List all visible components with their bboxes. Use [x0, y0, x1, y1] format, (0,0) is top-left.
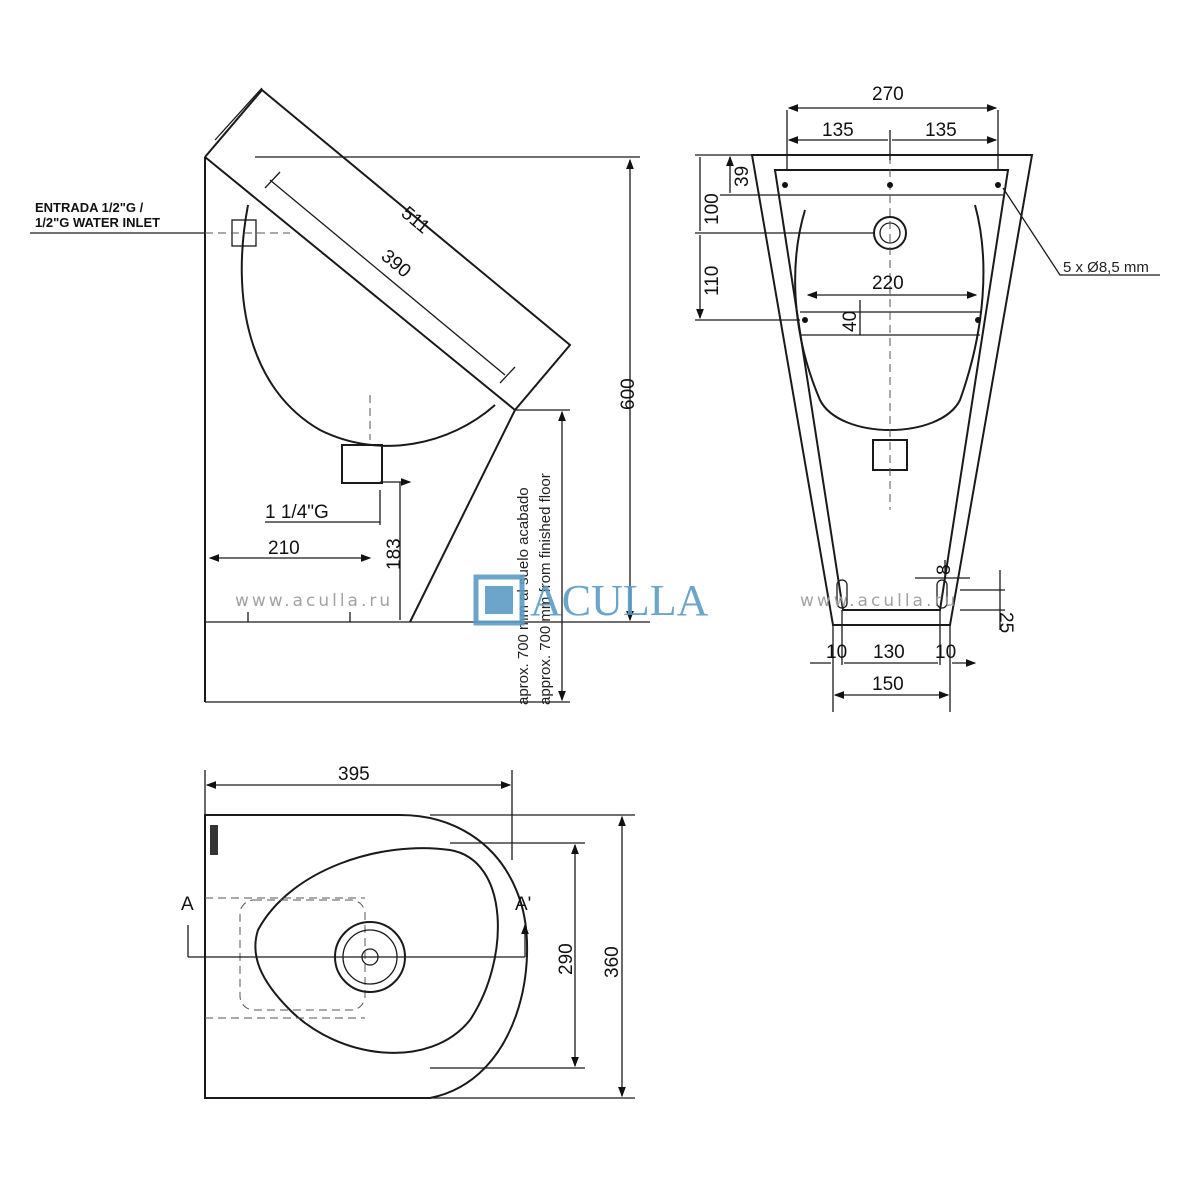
watermark-url-left: www.aculla.ru	[235, 591, 393, 611]
dim-25: 25	[995, 612, 1016, 633]
dim-8: 8	[934, 564, 955, 575]
dim-110: 110	[702, 266, 723, 296]
watermark: www.aculla.ru www.aculla.ru ACULLA	[235, 574, 958, 626]
dim-10-right: 10	[935, 642, 956, 663]
inlet-label-es: ENTRADA 1/2"G /	[35, 200, 144, 215]
mount-hole	[975, 317, 981, 323]
dim-220: 220	[872, 273, 904, 294]
aculla-logo-icon	[473, 574, 525, 626]
dim-511: 511	[397, 203, 434, 239]
logo-text: ACULLA	[530, 576, 709, 625]
dim-130: 130	[873, 642, 905, 663]
dim-290: 290	[556, 943, 577, 975]
dim-39: 39	[732, 166, 753, 187]
bowl-top-outline	[204, 88, 572, 411]
dim-600: 600	[618, 378, 639, 410]
dim-270: 270	[872, 84, 904, 105]
dim-135-right: 135	[925, 120, 957, 141]
dim-210: 210	[268, 538, 300, 559]
mount-hole	[802, 317, 808, 323]
mount-hole	[995, 182, 1001, 188]
outlet-thread-label: 1 1/4"G	[265, 502, 329, 523]
side-view: ENTRADA 1/2"G / 1/2"G WATER INLET 511 39…	[30, 87, 650, 705]
section-label-a: A	[181, 894, 194, 915]
bowl-back-outline	[204, 156, 517, 623]
dim-135-left: 135	[822, 120, 854, 141]
mount-hole	[782, 182, 788, 188]
marker-block	[210, 825, 218, 855]
slot-left	[836, 579, 848, 609]
dim-183: 183	[384, 538, 405, 570]
frame-outer	[750, 154, 1034, 626]
watermark-url-right: www.aculla.ru	[800, 591, 958, 611]
bowl-top	[254, 847, 499, 1054]
dim-390: 390	[377, 246, 415, 282]
dim-100: 100	[702, 193, 723, 225]
dim-40: 40	[840, 311, 861, 332]
top-view: 395 290 360 A A'	[181, 764, 635, 1099]
mount-hole	[887, 182, 893, 188]
dim-395: 395	[338, 764, 370, 785]
outlet-fitting	[341, 444, 383, 484]
inlet-label-en: 1/2"G WATER INLET	[35, 215, 160, 230]
holes-note: 5 x Ø8,5 mm	[1063, 259, 1149, 276]
bowl-curve	[240, 204, 496, 447]
slot-right	[936, 579, 948, 609]
dim-10-left: 10	[826, 642, 847, 663]
dim-150: 150	[872, 674, 904, 695]
section-label-a-prime: A'	[515, 894, 531, 915]
bowl-front	[794, 204, 985, 431]
top-outline	[204, 814, 529, 1099]
frame-inner	[773, 169, 1010, 611]
height-note-en: approx. 700 mm from finished floor	[537, 473, 554, 705]
front-view: 270 135 135 39 100 110 220 40 5 x Ø8,5 m…	[695, 84, 1160, 712]
dim-360: 360	[602, 946, 623, 978]
